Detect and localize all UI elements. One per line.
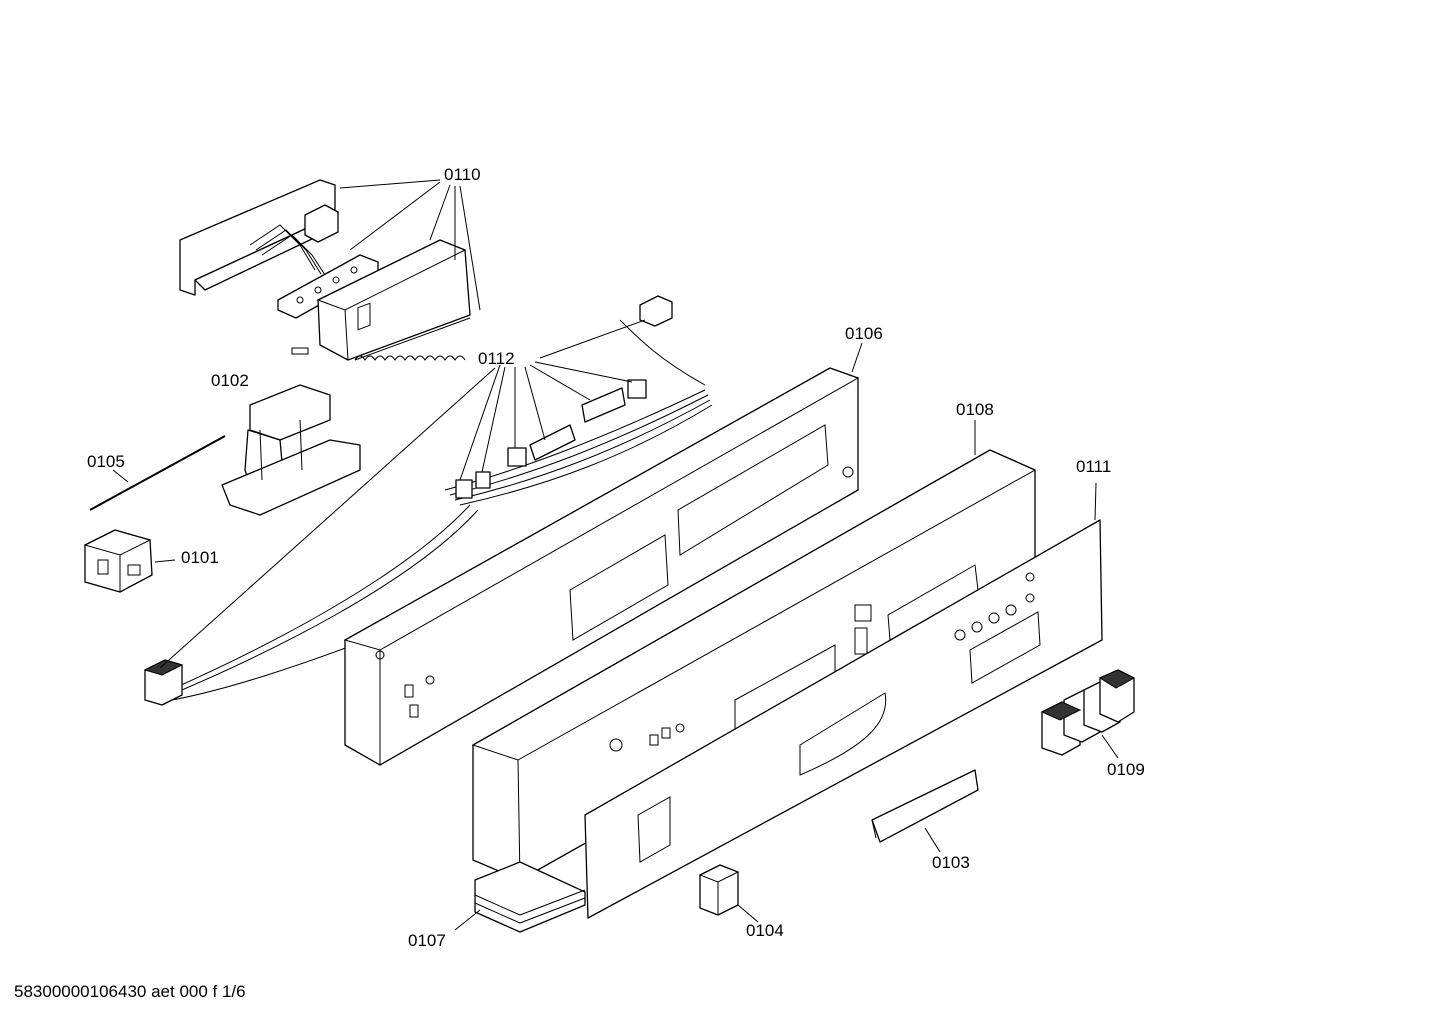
leader-lines-0110 xyxy=(339,179,481,311)
part-label-0105: 0105 xyxy=(87,452,125,471)
part-0110-drawing xyxy=(179,179,471,361)
part-label-0102: 0102 xyxy=(211,371,249,390)
part-label-0112: 0112 xyxy=(478,349,515,368)
part-label-0106: 0106 xyxy=(845,324,883,343)
part-0106-drawing xyxy=(343,367,860,766)
part-0103-drawing xyxy=(871,769,979,843)
leader-line-0105 xyxy=(112,469,129,483)
leader-lines-0112 xyxy=(159,319,646,669)
part-0112-drawing xyxy=(143,295,713,706)
part-0111-drawing xyxy=(584,519,1103,919)
part-label-0110: 0110 xyxy=(444,165,481,184)
leader-line-0104 xyxy=(737,904,759,923)
leader-line-0103 xyxy=(924,827,941,853)
part-label-0109: 0109 xyxy=(1107,760,1145,779)
part-0107-drawing xyxy=(474,861,586,933)
leader-line-0109 xyxy=(1101,734,1119,759)
part-0104-drawing xyxy=(698,864,740,916)
part-0101-drawing xyxy=(83,529,153,593)
part-label-0108: 0108 xyxy=(956,400,994,419)
part-0102-drawing xyxy=(221,384,361,516)
part-label-0103: 0103 xyxy=(932,853,970,872)
leader-line-0111 xyxy=(1094,482,1097,521)
leader-line-0106 xyxy=(851,342,863,373)
part-label-0107: 0107 xyxy=(408,931,446,950)
part-0105-drawing xyxy=(89,435,226,511)
leader-line-0101 xyxy=(154,559,176,563)
part-label-0111: 0111 xyxy=(1076,457,1111,476)
document-code: 58300000106430 aet 000 f 1/6 xyxy=(14,982,246,1001)
part-label-0104: 0104 xyxy=(746,921,784,940)
leader-line-0107 xyxy=(454,909,481,931)
part-label-0101: 0101 xyxy=(181,548,219,567)
part-0109-drawing xyxy=(1040,669,1136,756)
